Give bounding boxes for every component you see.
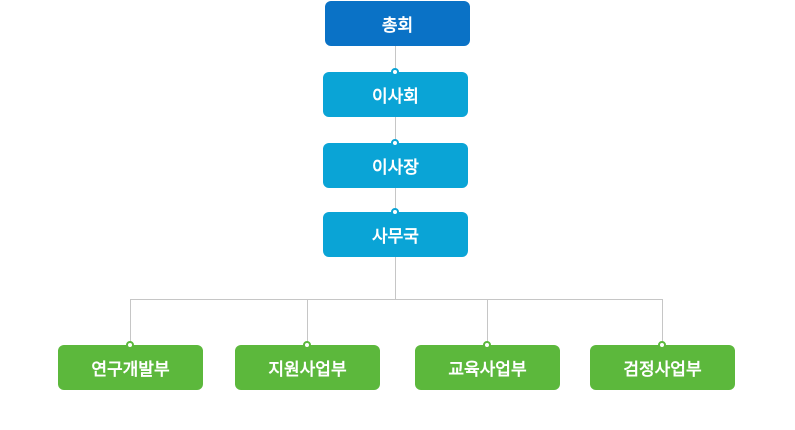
- connector-dot: [391, 208, 399, 216]
- node-label: 이사장: [372, 158, 419, 178]
- node-general-assembly: 총회: [325, 1, 470, 46]
- node-support-business: 지원사업부: [235, 345, 380, 390]
- node-chairman: 이사장: [323, 143, 468, 188]
- connector-dot: [483, 341, 491, 349]
- connector-line: [130, 299, 131, 345]
- connector-dot: [658, 341, 666, 349]
- connector-dot: [391, 68, 399, 76]
- connector-line: [395, 46, 396, 72]
- connector-dot: [391, 139, 399, 147]
- node-board-of-directors: 이사회: [323, 72, 468, 117]
- node-certification-business: 검정사업부: [590, 345, 735, 390]
- connector-dot: [303, 341, 311, 349]
- connector-line: [395, 188, 396, 212]
- node-label: 사무국: [372, 227, 419, 247]
- connector-line: [395, 257, 396, 299]
- node-research-development: 연구개발부: [58, 345, 203, 390]
- connector-line: [487, 299, 488, 345]
- node-label: 지원사업부: [268, 360, 347, 380]
- node-label: 검정사업부: [623, 360, 702, 380]
- connector-dot: [126, 341, 134, 349]
- connector-line: [395, 117, 396, 143]
- node-label: 이사회: [372, 87, 419, 107]
- branch-line: [130, 299, 663, 300]
- node-label: 교육사업부: [448, 360, 527, 380]
- node-secretariat: 사무국: [323, 212, 468, 257]
- connector-line: [662, 299, 663, 345]
- connector-line: [307, 299, 308, 345]
- node-label: 연구개발부: [91, 360, 170, 380]
- node-education-business: 교육사업부: [415, 345, 560, 390]
- node-label: 총회: [381, 16, 414, 36]
